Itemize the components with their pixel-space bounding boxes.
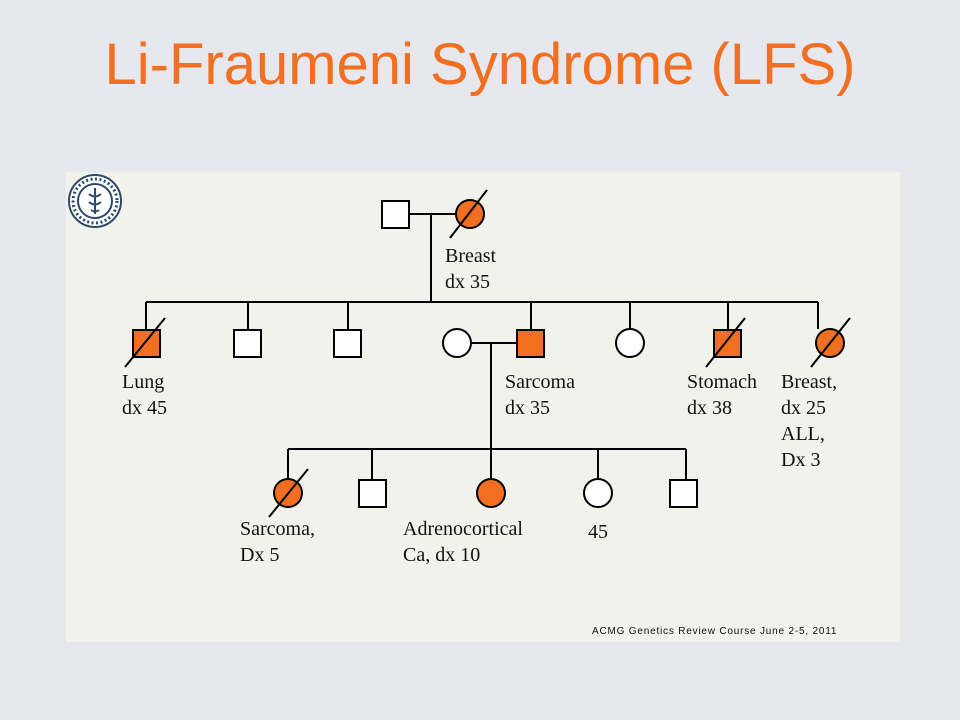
label-breast: Breast,: [781, 371, 837, 393]
pedigree-panel: Breast dx 35 Lung dx 45 Sarcoma dx 35 St…: [66, 172, 900, 642]
label-lung-dx: dx 45: [122, 397, 167, 419]
gen1-grandfather-square: [381, 200, 410, 229]
label-age-45: 45: [588, 521, 608, 543]
acmg-seal-icon: [68, 174, 122, 228]
slide-title: Li-Fraumeni Syndrome (LFS): [104, 32, 856, 97]
footer-credit: ACMG Genetics Review Course June 2-5, 20…: [592, 626, 838, 637]
label-adrenocortical-dx: Ca, dx 10: [403, 544, 480, 566]
pedigree-chart: Breast dx 35 Lung dx 45 Sarcoma dx 35 St…: [122, 189, 851, 566]
gen3-female-affected-circle: [476, 478, 506, 508]
label-all-dx: Dx 3: [781, 449, 820, 471]
label-gen1-line2: dx 35: [445, 271, 490, 293]
label-breast-dx: dx 25: [781, 397, 826, 419]
deceased-slash: [268, 468, 309, 518]
pedigree-lines: [145, 213, 819, 479]
label-sarcoma: Sarcoma: [505, 371, 575, 393]
label-sarcoma-child: Sarcoma,: [240, 518, 315, 540]
gen3-male-square: [358, 479, 387, 508]
label-adrenocortical: Adrenocortical: [403, 518, 523, 540]
label-stomach: Stomach: [687, 371, 757, 393]
deceased-slash: [810, 317, 851, 368]
deceased-slash: [124, 317, 166, 368]
gen2-male-square: [233, 329, 262, 358]
gen2-spouse-circle: [442, 328, 472, 358]
label-sarcoma-child-dx: Dx 5: [240, 544, 279, 566]
label-lung: Lung: [122, 371, 164, 393]
gen2-female-circle: [615, 328, 645, 358]
gen3-male-square: [669, 479, 698, 508]
gen2-male-square: [333, 329, 362, 358]
label-all: ALL,: [781, 423, 825, 445]
label-gen1-line1: Breast: [445, 245, 497, 267]
label-sarcoma-dx: dx 35: [505, 397, 550, 419]
label-stomach-dx: dx 38: [687, 397, 732, 419]
deceased-slash: [705, 317, 746, 368]
deceased-slash: [449, 189, 488, 239]
gen2-male-affected-square: [516, 329, 545, 358]
gen3-female-circle: [583, 478, 613, 508]
